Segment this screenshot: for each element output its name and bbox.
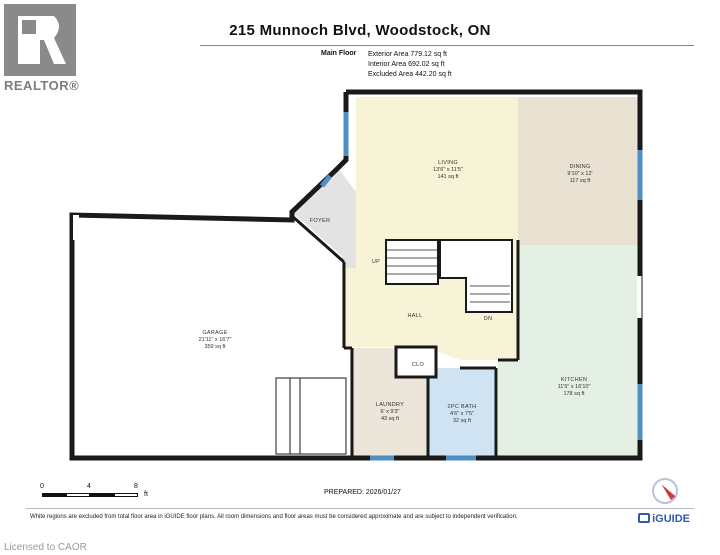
scale-tick-0: 0 (40, 483, 44, 490)
room-laundry-name: LAUNDRY (375, 402, 405, 408)
stairs-up (385, 239, 439, 285)
room-kitchen-dims: 11'5" x 16'10" (557, 384, 591, 390)
title-divider (200, 45, 694, 46)
room-living-dims: 13'6" x 11'5" (433, 167, 463, 173)
footer-divider (26, 508, 694, 509)
floor-name: Main Floor (321, 50, 357, 57)
scale-segment-1 (42, 493, 66, 497)
scale-tick-8: 8 (134, 483, 138, 490)
room-bath-area: 32 sq ft (452, 418, 472, 424)
scale-unit: ft (144, 491, 148, 498)
realtor-logo-text: REALTOR® (4, 78, 80, 93)
foyer-fill (292, 168, 356, 268)
room-garage: GARAGE 21'11" x 16'7" 359 sq ft (180, 330, 250, 351)
area-summary: Exterior Area 779.12 sq ft Interior Area… (368, 50, 452, 80)
room-kitchen-name: KITCHEN (560, 377, 588, 383)
room-kitchen: KITCHEN 11'5" x 16'10" 178 sq ft (542, 377, 606, 398)
room-bath: 2PC BATH 4'6" x 7'5" 32 sq ft (436, 404, 488, 425)
dining-fill (518, 97, 640, 245)
stairs-down-label: DN (483, 316, 493, 322)
room-foyer: FOYER (300, 218, 340, 225)
room-living-name: LIVING (438, 160, 458, 166)
room-garage-area: 359 sq ft (204, 344, 226, 350)
room-garage-name: GARAGE (202, 330, 228, 336)
prepared-date: PREPARED: 2026/01/27 (324, 489, 401, 496)
room-living-area: 141 sq ft (437, 174, 459, 180)
room-hall: HALL (400, 313, 430, 320)
room-kitchen-area: 178 sq ft (563, 391, 585, 397)
room-bath-name: 2PC BATH (447, 404, 477, 410)
compass-icon (652, 478, 678, 504)
living-fill (356, 97, 518, 245)
iguide-logo-icon (638, 513, 651, 523)
room-garage-dims: 21'11" x 16'7" (198, 337, 232, 343)
room-dining-dims: 9'10" x 12' (567, 171, 593, 177)
property-address-title: 215 Munnoch Blvd, Woodstock, ON (229, 22, 491, 39)
room-dining-area: 117 sq ft (569, 178, 591, 184)
garage-steps (275, 377, 347, 455)
scale-segment-3 (90, 493, 114, 497)
scale-segment-2 (66, 493, 90, 497)
excluded-area: Excluded Area 442.20 sq ft (368, 71, 452, 78)
scale-tick-4: 4 (87, 483, 91, 490)
exterior-wall (69, 89, 643, 461)
room-dining: DINING 9'10" x 12' 117 sq ft (550, 164, 610, 185)
room-dining-name: DINING (569, 164, 591, 170)
compass-needle (659, 482, 676, 501)
iguide-brand-text: iGUIDE (652, 513, 690, 525)
bath-fill (428, 368, 496, 457)
window-foyer (320, 174, 332, 188)
room-living: LIVING 13'6" x 11'5" 141 sq ft (418, 160, 478, 181)
room-laundry-area: 43 sq ft (380, 416, 400, 422)
scale-segment-4 (114, 493, 138, 497)
realtor-logo-icon (4, 4, 76, 76)
room-laundry: LAUNDRY 6' x 9'3" 43 sq ft (362, 402, 418, 423)
iguide-brand: iGUIDE (638, 513, 690, 525)
interior-area: Interior Area 692.02 sq ft (368, 61, 445, 68)
exterior-area: Exterior Area 779.12 sq ft (368, 51, 447, 58)
room-foyer-name: FOYER (309, 218, 331, 224)
disclaimer-text: White regions are excluded from total fl… (30, 514, 518, 520)
license-notice: Licensed to CAOR (4, 542, 87, 553)
room-laundry-dims: 6' x 9'3" (380, 409, 400, 415)
stairs-up-label: UP (371, 259, 381, 265)
realtor-logo: REALTOR® (0, 0, 84, 98)
kitchen-fill (498, 245, 640, 457)
room-bath-dims: 4'6" x 7'5" (449, 411, 475, 417)
room-hall-name: HALL (407, 313, 423, 319)
scale-bar: 0 4 8 ft (40, 483, 160, 503)
room-closet: CLO (411, 362, 425, 368)
